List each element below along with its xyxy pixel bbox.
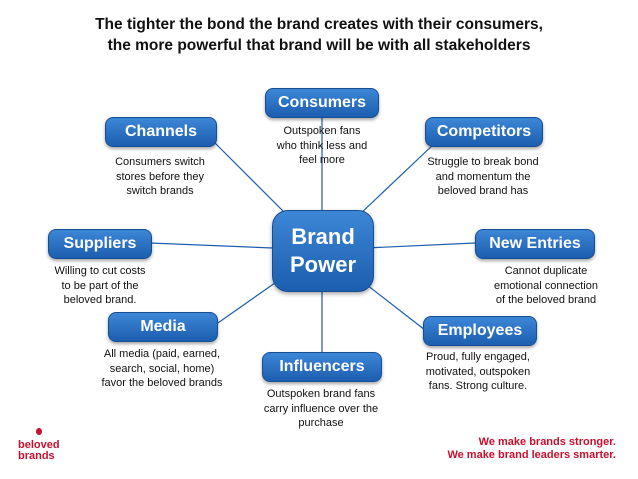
desc-line: search, social, home) — [109, 362, 215, 375]
node-channels-label: Channels — [124, 123, 197, 140]
node-competitors-desc: Struggle to break bond and momentum the … — [413, 155, 553, 199]
desc-line: beloved brand. — [63, 294, 137, 306]
logo-line-2: brands — [18, 450, 55, 462]
desc-line: Willing to cut costs — [54, 265, 146, 277]
desc-line: purchase — [298, 417, 344, 429]
desc-line: carry influence over the — [263, 402, 379, 415]
desc-line: Outspoken fans — [283, 125, 361, 137]
node-channels-desc: Consumers switch stores before they swit… — [90, 155, 230, 199]
desc-line: emotional connection — [494, 279, 598, 292]
node-competitors-label: Competitors — [436, 123, 532, 140]
node-suppliers: Suppliers — [48, 229, 152, 259]
desc-line: Struggle to break bond — [427, 156, 539, 168]
desc-line: and momentum the — [435, 170, 531, 183]
tagline: We make brands stronger. We make brand l… — [447, 436, 616, 462]
desc-line: motivated, outspoken — [425, 365, 531, 378]
logo-line-1: beloved — [18, 439, 60, 451]
desc-line: Cannot duplicate — [504, 265, 588, 277]
desc-line: Proud, fully engaged, — [426, 351, 530, 363]
node-consumers: Consumers — [265, 88, 379, 118]
node-consumers-label: Consumers — [277, 94, 367, 111]
node-influencers-desc: Outspoken brand fans carry influence ove… — [246, 387, 396, 431]
desc-line: beloved brand has — [437, 185, 529, 197]
node-influencers: Influencers — [262, 352, 382, 382]
tagline-line-1: We make brands stronger. — [478, 436, 616, 448]
title-line-2: the more powerful that brand will be wit… — [107, 37, 531, 54]
node-employees: Employees — [423, 316, 537, 346]
node-new-entries-desc: Cannot duplicate emotional connection of… — [476, 264, 616, 308]
desc-line: switch brands — [126, 185, 194, 197]
desc-line: favor the beloved brands — [101, 377, 223, 389]
desc-line: who think less and — [276, 139, 368, 152]
desc-line: All media (paid, earned, — [103, 348, 221, 360]
title-line-1: The tighter the bond the brand creates w… — [95, 16, 543, 33]
hub-line-2: Power — [289, 252, 357, 277]
desc-line: Outspoken brand fans — [266, 388, 376, 400]
desc-line: fans. Strong culture. — [428, 380, 528, 392]
node-employees-desc: Proud, fully engaged, motivated, outspok… — [408, 350, 548, 394]
node-influencers-label: Influencers — [279, 358, 365, 375]
node-suppliers-label: Suppliers — [63, 235, 137, 252]
desc-line: of the beloved brand — [495, 294, 597, 306]
diagram-title: The tighter the bond the brand creates w… — [0, 14, 638, 56]
node-employees-label: Employees — [437, 322, 523, 339]
node-channels: Channels — [105, 117, 217, 147]
desc-line: stores before they — [115, 170, 205, 183]
node-new-entries-label: New Entries — [489, 235, 581, 252]
node-media-label: Media — [140, 318, 186, 335]
node-suppliers-desc: Willing to cut costs to be part of the b… — [38, 264, 162, 308]
desc-line: Consumers switch — [115, 156, 205, 168]
node-competitors: Competitors — [425, 117, 543, 147]
tagline-line-2: We make brand leaders smarter. — [447, 449, 616, 461]
node-media: Media — [108, 312, 218, 342]
brand-power-hub: Brand Power — [272, 210, 374, 292]
logo-text: beloved brands — [18, 440, 60, 462]
desc-line: to be part of the — [61, 279, 139, 292]
node-media-desc: All media (paid, earned, search, social,… — [88, 347, 236, 391]
node-new-entries: New Entries — [475, 229, 595, 259]
node-consumers-desc: Outspoken fans who think less and feel m… — [248, 124, 396, 168]
hub-line-1: Brand — [291, 224, 355, 249]
logo-heart-icon — [36, 428, 42, 435]
desc-line: feel more — [299, 154, 345, 166]
